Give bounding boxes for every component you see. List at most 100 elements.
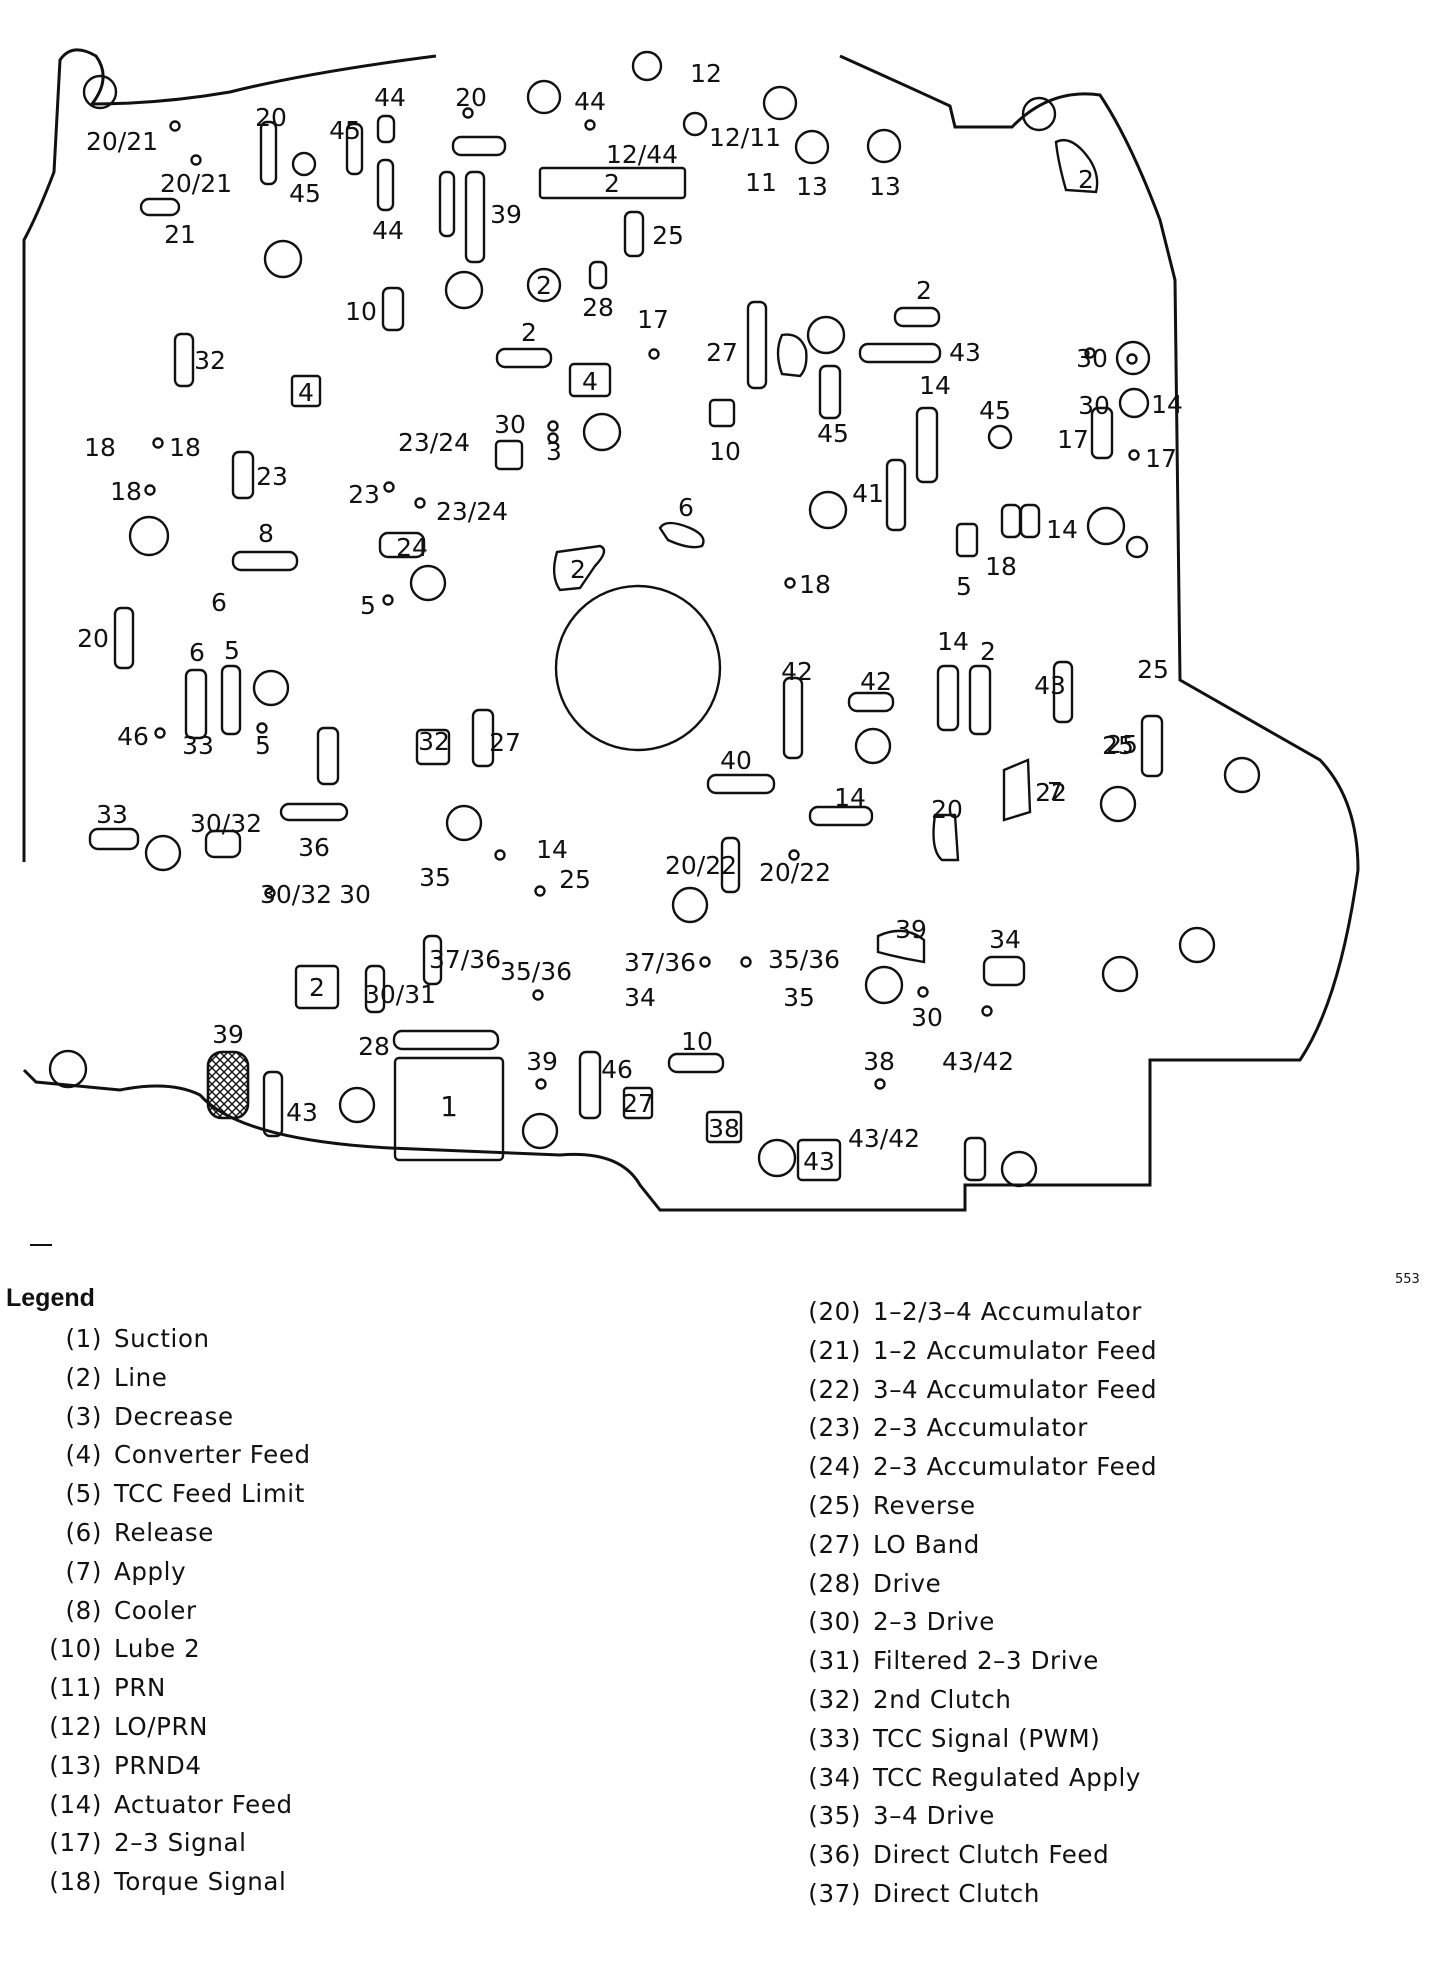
port-label: 24 <box>396 533 428 562</box>
port-slot <box>578 1050 602 1120</box>
port-pocket <box>658 521 705 549</box>
port-dot <box>532 989 544 1001</box>
port-dot <box>414 497 426 509</box>
legend-item-name: 1–2 Accumulator Feed <box>873 1335 1158 1365</box>
legend-item: (11)PRN <box>44 1669 311 1708</box>
legend-left-column: (1)Suction(2)Line(3)Decrease(4)Converter… <box>44 1320 311 1902</box>
legend-item: (34)TCC Regulated Apply <box>803 1759 1157 1798</box>
svg-text:43: 43 <box>803 1147 835 1176</box>
port-slot <box>204 829 242 859</box>
legend-item-name: TCC Signal (PWM) <box>873 1723 1101 1753</box>
legend-item-name: 2nd Clutch <box>873 1684 1012 1714</box>
legend-item: (30)2–3 Drive <box>803 1603 1157 1642</box>
port-label: 20/22 <box>665 851 737 880</box>
port-label: 25 <box>559 865 591 894</box>
port-hole <box>808 490 848 530</box>
port-slot <box>220 664 242 736</box>
port-hole <box>444 270 484 310</box>
port-dot <box>1126 353 1138 365</box>
port-label: 43/42 <box>848 1124 920 1153</box>
port-label: 38 <box>863 1047 895 1076</box>
port-label: 22 <box>1035 778 1067 807</box>
legend-item: (32)2nd Clutch <box>803 1681 1157 1720</box>
legend-item: (7)Apply <box>44 1553 311 1592</box>
port-label: 39 <box>212 1020 244 1049</box>
legend-item: (36)Direct Clutch Feed <box>803 1836 1157 1875</box>
port-label: 42 <box>781 657 813 686</box>
port-dot <box>462 107 474 119</box>
port-label: 12 <box>690 59 722 88</box>
legend-item-name: 2–3 Signal <box>114 1828 247 1858</box>
legend-item-name: Direct Clutch <box>873 1878 1040 1908</box>
port-label: 44 <box>374 83 406 112</box>
port-slot <box>376 114 396 144</box>
port-hole <box>582 412 622 452</box>
port-label: 17 <box>1145 444 1177 473</box>
legend-item: (12)LO/PRN <box>44 1708 311 1747</box>
port-pocket <box>776 333 808 378</box>
port-label: 5 <box>360 591 376 620</box>
port-hole <box>338 1086 376 1124</box>
port-dot <box>981 1005 993 1017</box>
port-dot <box>788 849 800 861</box>
legend-item-number: (4) <box>65 1440 102 1470</box>
port-slot <box>438 170 456 238</box>
legend-item-number: (23) <box>808 1413 861 1443</box>
port-hole <box>1125 535 1149 559</box>
port-dot <box>144 484 156 496</box>
legend-item-number: (35) <box>808 1801 861 1831</box>
legend-item: (4)Converter Feed <box>44 1436 311 1475</box>
port-label: 23/24 <box>398 428 470 457</box>
port-slot <box>279 802 349 822</box>
port-slot <box>982 955 1026 987</box>
port-dot <box>264 887 276 899</box>
port-dot <box>154 727 166 739</box>
port-slot <box>231 450 255 500</box>
port-hole <box>445 804 483 842</box>
plate-outline <box>22 48 1360 1212</box>
port-label: 35 <box>419 863 451 892</box>
port-hole <box>854 727 892 765</box>
legend-item-number: (24) <box>808 1452 861 1482</box>
legend-item-number: (13) <box>49 1750 102 1780</box>
port-label: 6 <box>678 493 694 522</box>
port-pocket <box>415 728 451 766</box>
legend-item: (20)1–2/3–4 Accumulator <box>803 1293 1157 1332</box>
port-label: 14 <box>834 783 866 812</box>
legend-item-number: (20) <box>808 1297 861 1326</box>
legend-item: (31)Filtered 2–3 Drive <box>803 1642 1157 1681</box>
port-label: 10 <box>345 297 377 326</box>
port-shapes <box>48 50 1261 1188</box>
port-label: 23 <box>256 462 288 491</box>
port-label: 2 <box>1078 165 1094 194</box>
legend-item-name: Drive <box>873 1568 942 1598</box>
port-hole <box>1118 387 1150 419</box>
legend-item-name: Suction <box>114 1324 210 1353</box>
legend-item-number: (25) <box>808 1490 861 1520</box>
port-label: 18 <box>110 477 142 506</box>
suction-label: 1 <box>440 1090 458 1123</box>
port-dot <box>190 154 202 166</box>
port-label: 17 <box>637 305 669 334</box>
port-pocket <box>1002 758 1032 822</box>
port-slot <box>858 342 942 364</box>
port-dot <box>740 956 752 968</box>
port-label: 20 <box>255 103 287 132</box>
svg-text:38: 38 <box>708 1114 740 1143</box>
port-label: 35/36 <box>768 945 840 974</box>
port-hole <box>987 424 1013 450</box>
legend-item: (14)Actuator Feed <box>44 1786 311 1825</box>
port-label: 2 <box>521 318 537 347</box>
port-label: 17 <box>1057 425 1089 454</box>
legend-item: (1)Suction <box>44 1320 311 1359</box>
legend-item-number: (11) <box>49 1673 102 1703</box>
legend-item: (8)Cooler <box>44 1592 311 1631</box>
port-dot <box>648 348 660 360</box>
port-hole <box>682 111 708 137</box>
legend-item: (27)LO Band <box>803 1526 1157 1565</box>
port-slot <box>471 708 495 768</box>
port-dot <box>1128 449 1140 461</box>
port-label: 28 <box>358 1032 390 1061</box>
svg-text:4: 4 <box>298 378 314 407</box>
port-hole <box>757 1138 797 1178</box>
